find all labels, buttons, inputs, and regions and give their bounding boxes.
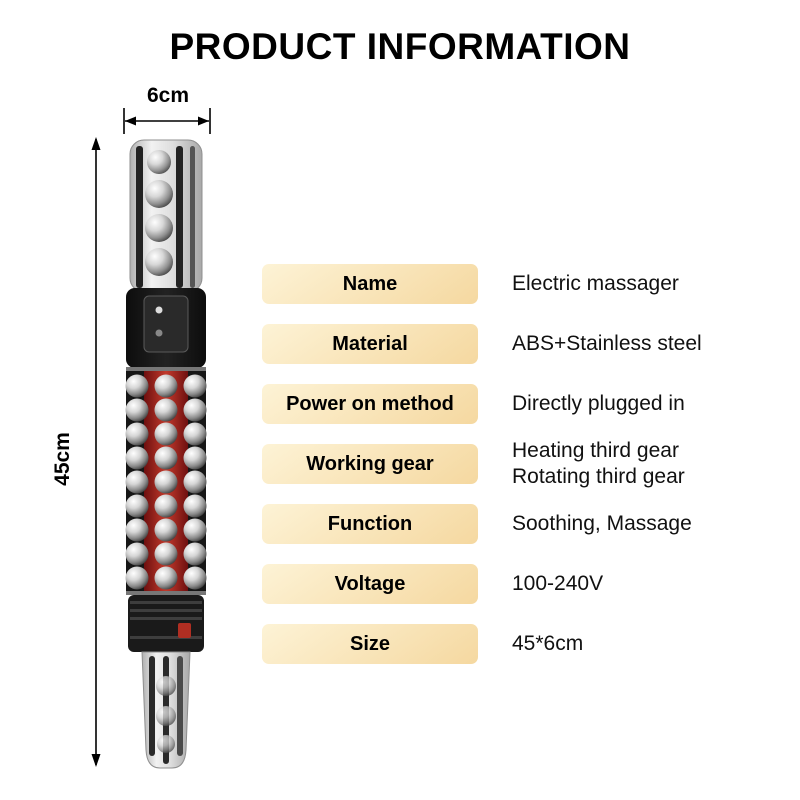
spec-row: Power on method Directly plugged in [262, 384, 702, 424]
spec-row: Size 45*6cm [262, 624, 702, 664]
spec-value-voltage: 100-240V [512, 572, 604, 595]
spec-value-function: Soothing, Massage [512, 512, 692, 535]
product-image [118, 138, 218, 778]
spec-table: Name Electric massager Material ABS+Stai… [262, 264, 702, 684]
width-dimension-line [120, 104, 214, 143]
product-collar [128, 595, 204, 652]
product-control-panel [126, 288, 206, 368]
spec-label-voltage: Voltage [262, 564, 478, 604]
width-dimension-label: 6cm [146, 84, 190, 107]
spec-row: Function Soothing, Massage [262, 504, 702, 544]
product-roller-section [125, 367, 207, 595]
spec-label-working-gear: Working gear [262, 444, 478, 484]
spec-label-material: Material [262, 324, 478, 364]
spec-row: Voltage 100-240V [262, 564, 702, 604]
height-dimension-label: 45cm [51, 432, 74, 486]
spec-label-function: Function [262, 504, 478, 544]
spec-label-name: Name [262, 264, 478, 304]
spec-value-material: ABS+Stainless steel [512, 332, 702, 355]
spec-row: Working gear Heating third gear Rotating… [262, 439, 702, 488]
product-top-handle [129, 139, 203, 293]
spec-value-power-on-method: Directly plugged in [512, 392, 685, 415]
spec-row: Name Electric massager [262, 264, 702, 304]
page-title: PRODUCT INFORMATION [169, 26, 631, 67]
product-bottom-handle [141, 651, 191, 769]
height-dimension-line [85, 136, 107, 773]
spec-value-name: Electric massager [512, 272, 679, 295]
spec-label-size: Size [262, 624, 478, 664]
spec-label-power-on-method: Power on method [262, 384, 478, 424]
spec-value-size: 45*6cm [512, 632, 584, 655]
spec-value-working-gear: Heating third gear Rotating third gear [512, 439, 685, 488]
spec-row: Material ABS+Stainless steel [262, 324, 702, 364]
